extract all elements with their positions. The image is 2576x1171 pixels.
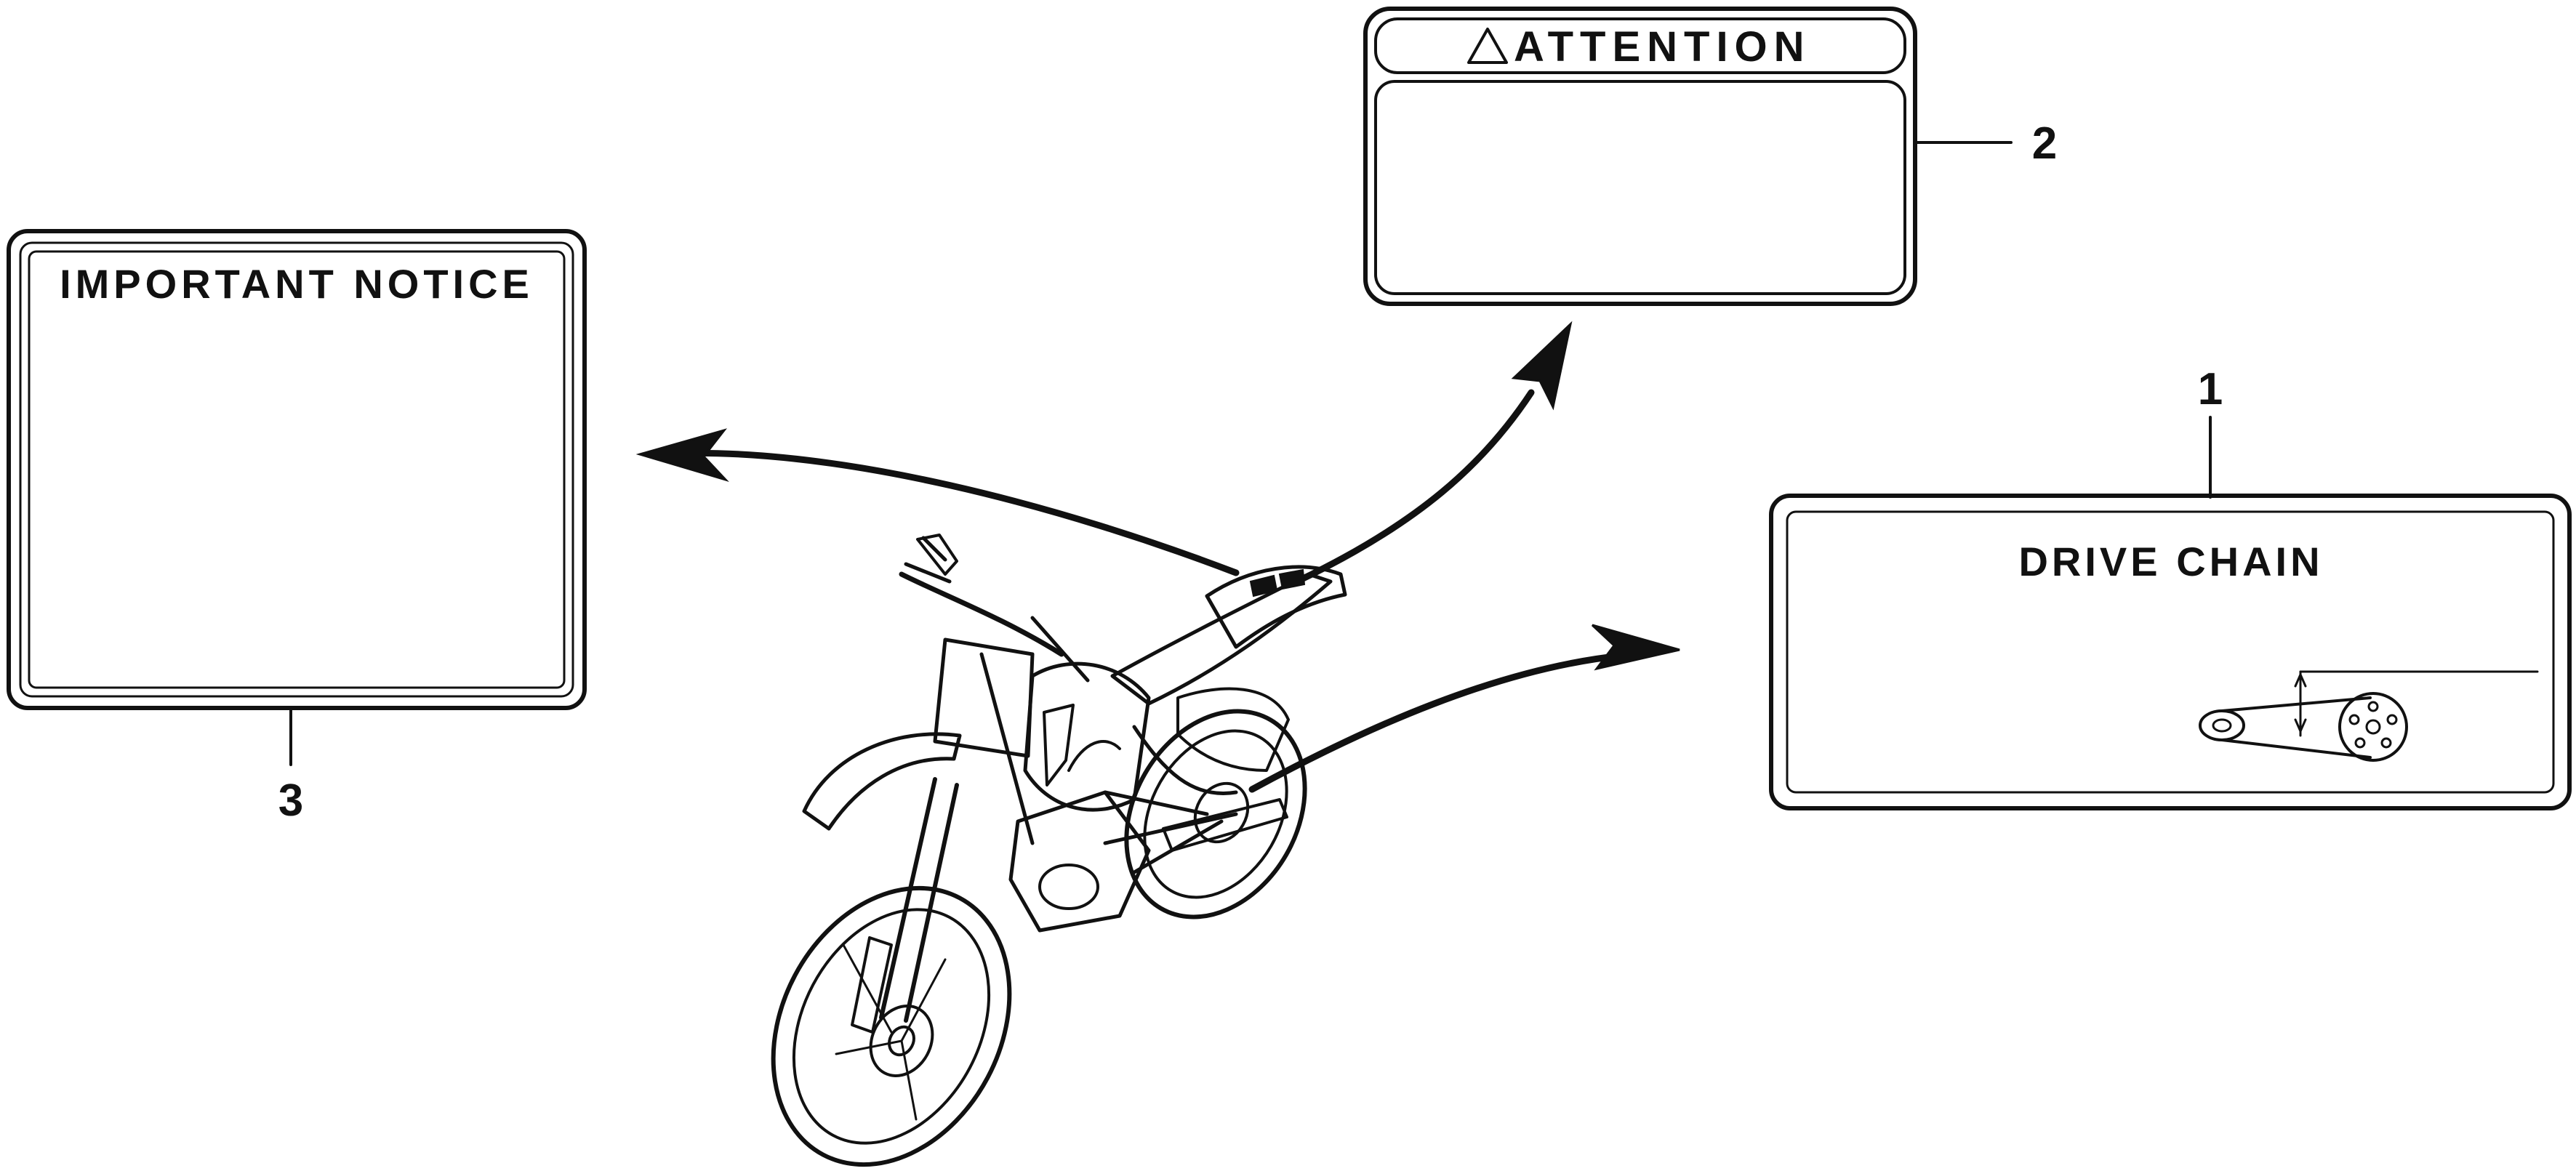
attention-title: ATTENTION [1514,23,1811,71]
callout-3-number: 3 [278,776,303,826]
motorcycle-illustration [771,534,1347,1167]
attention-label: ATTENTION [1363,7,1917,306]
chain-slack-illustration [2199,670,2539,762]
callout-2-number: 2 [2032,118,2057,169]
callout-1-number: 1 [2198,364,2223,414]
important-notice-label: IMPORTANT NOTICE [7,229,587,710]
important-notice-title: IMPORTANT NOTICE [60,261,534,307]
location-arrows [635,321,1680,793]
warning-triangle-icon [1467,28,1508,64]
drive-chain-label: DRIVE CHAIN [1769,494,2572,810]
drive-chain-title: DRIVE CHAIN [2018,539,2323,584]
